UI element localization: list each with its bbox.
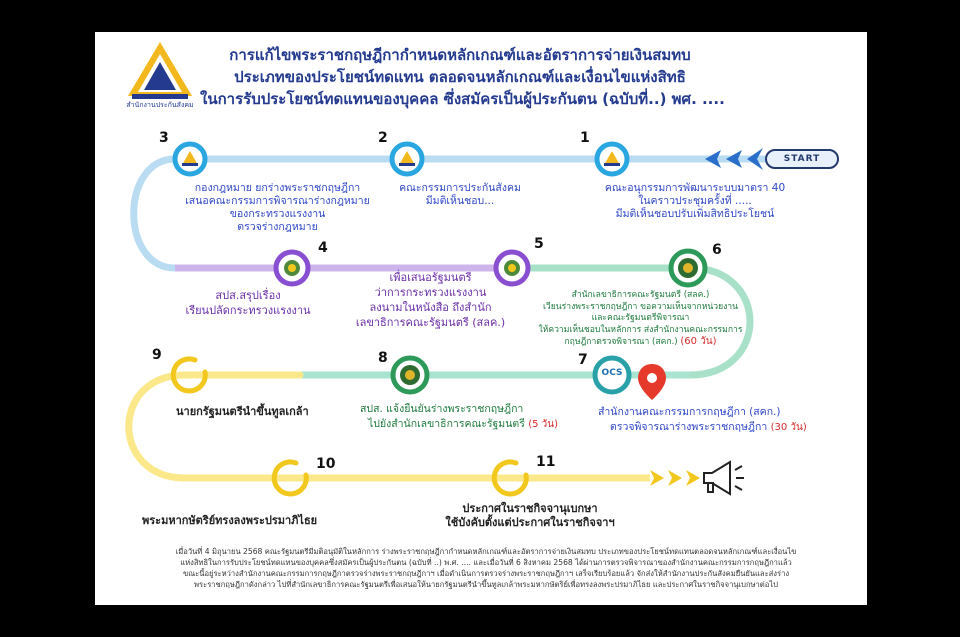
step-6-marker <box>668 248 708 288</box>
footer-note: เมื่อวันที่ 4 มิถุนายน 2568 คณะรัฐมนตรีม… <box>175 547 797 589</box>
step-10-description: พระมหากษัตริย์ทรงลงพระปรมาภิไธย <box>142 514 318 527</box>
step-5-description: เพื่อเสนอรัฐมนตรี ว่าการกระทรวงแรงงาน ลง… <box>355 271 506 329</box>
step-4-marker <box>273 249 311 287</box>
step-8-duration: (5 วัน) <box>528 419 558 430</box>
step-8-number: 8 <box>378 350 388 366</box>
step-11-description: ประกาศในราชกิจจานุเบกษา ใช้บังคับตั้งแต่… <box>445 502 615 529</box>
step-9-number: 9 <box>152 347 162 363</box>
infographic-card <box>95 32 867 605</box>
step-1-marker <box>594 141 630 177</box>
step-8-description: สปส. แจ้งยืนยันร่างพระราชกฤษฎีกา ไปยังสำ… <box>360 403 558 430</box>
step-6-number: 6 <box>712 242 722 258</box>
step-2-marker <box>389 141 425 177</box>
step-5-marker <box>493 249 531 287</box>
step-10-number: 10 <box>316 456 336 472</box>
title-line-2: ประเภทของประโยชน์ทดแทน ตลอดจนหลักเกณฑ์แล… <box>234 68 686 86</box>
megaphone-icon <box>703 460 744 496</box>
flow-line-row3-yellow <box>125 371 304 482</box>
step-9-description: นายกรัฐมนตรีนำขึ้นทูลเกล้า <box>176 405 309 418</box>
step-7-marker <box>592 355 632 395</box>
sso-logo <box>128 42 192 99</box>
step-1-description: คณะอนุกรรมการพัฒนาระบบมาตรา 40 ในคราวประ… <box>604 182 786 220</box>
step-7-duration: (30 วัน) <box>770 422 807 433</box>
step-7-number: 7 <box>578 352 588 368</box>
step-6-description: สำนักเลขาธิการคณะรัฐมนตรี (สลค.) เวียนร่… <box>538 290 743 347</box>
flow-line-row1 <box>130 155 769 272</box>
ocs-logo-text: OCS <box>601 368 623 378</box>
step-1-number: 1 <box>580 130 590 146</box>
step-2-description: คณะกรรมการประกันสังคม มีมติเห็นชอบ... <box>399 182 521 207</box>
step-9-marker <box>170 356 208 394</box>
step-11-number: 11 <box>536 454 556 470</box>
step-6-duration: (60 วัน) <box>680 336 717 347</box>
step-3-number: 3 <box>159 130 169 146</box>
start-arrows <box>705 148 763 170</box>
step-3-marker <box>172 141 208 177</box>
title-line-1: การแก้ไขพระราชกฤษฎีกากำหนดหลักเกณฑ์และอั… <box>229 46 691 64</box>
step-2-number: 2 <box>378 130 388 146</box>
end-arrows <box>650 470 700 486</box>
start-badge: START <box>765 149 839 169</box>
step-4-number: 4 <box>318 240 328 256</box>
step-10-marker <box>271 459 309 497</box>
step-7-description: สำนักงานคณะกรรมการกฤษฎีกา (สคก.) ตรวจพิจ… <box>598 406 807 433</box>
step-3-description: กองกฎหมาย ยกร่างพระราชกฤษฎีกา เสนอคณะกรร… <box>185 182 370 233</box>
title-line-3: ในการรับประโยชน์ทดแทนของบุคคล ซึ่งสมัครเ… <box>200 90 725 108</box>
logo-caption: สำนักงานประกันสังคม <box>126 101 194 109</box>
step-8-marker <box>390 355 430 395</box>
step-5-number: 5 <box>534 236 544 252</box>
step-11-marker <box>491 459 529 497</box>
step-4-description: สปส.สรุปเรื่อง เรียนปลัดกระทรวงแรงงาน <box>185 289 311 317</box>
location-pin-icon <box>638 364 666 400</box>
